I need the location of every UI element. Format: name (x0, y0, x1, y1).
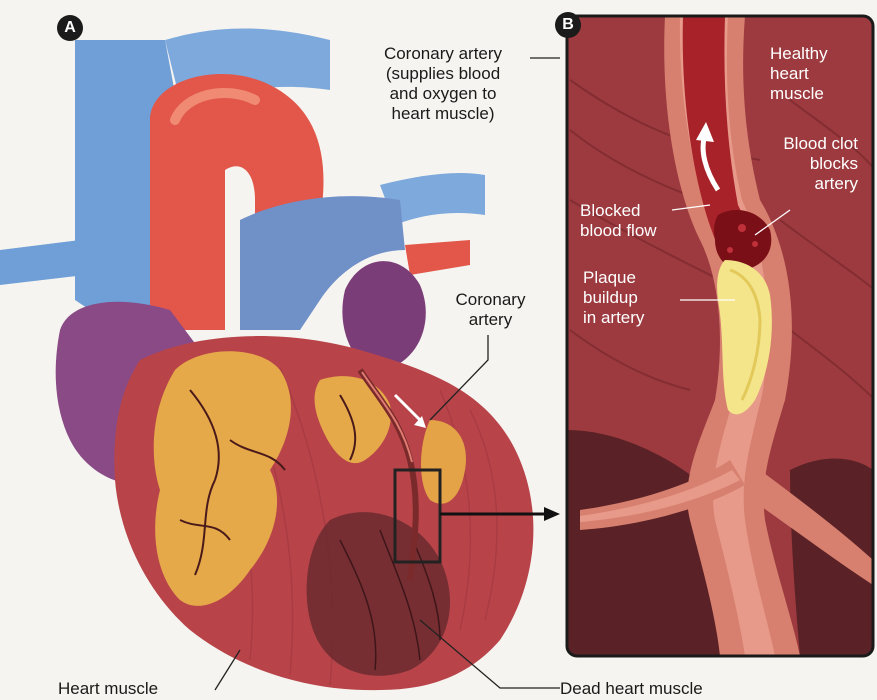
panel-b-badge: B (555, 12, 581, 38)
clot-cell-2 (752, 241, 758, 247)
pulmonary-vein-left (0, 240, 85, 285)
coronary-artery-label-mid: Coronary artery (448, 290, 533, 330)
clot-cell-1 (738, 224, 746, 232)
blocked-blood-flow-label: Blocked blood flow (580, 201, 657, 241)
blood-clot-label: Blood clot blocks artery (762, 134, 858, 194)
magnify-arrowhead (544, 507, 560, 521)
pulmonary-vein-right-2 (405, 240, 470, 275)
artery-closeup (567, 16, 875, 656)
healthy-heart-muscle-label: Healthy heart muscle (770, 44, 828, 104)
plaque-buildup-label: Plaque buildup in artery (583, 268, 644, 328)
heart-muscle-label: Heart muscle (58, 679, 158, 699)
clot-cell-3 (727, 247, 733, 253)
coronary-artery-label-top: Coronary artery (supplies blood and oxyg… (358, 44, 528, 124)
panel-a-badge: A (57, 15, 83, 41)
heart-illustration (0, 28, 560, 690)
dead-heart-muscle-label: Dead heart muscle (560, 679, 703, 699)
